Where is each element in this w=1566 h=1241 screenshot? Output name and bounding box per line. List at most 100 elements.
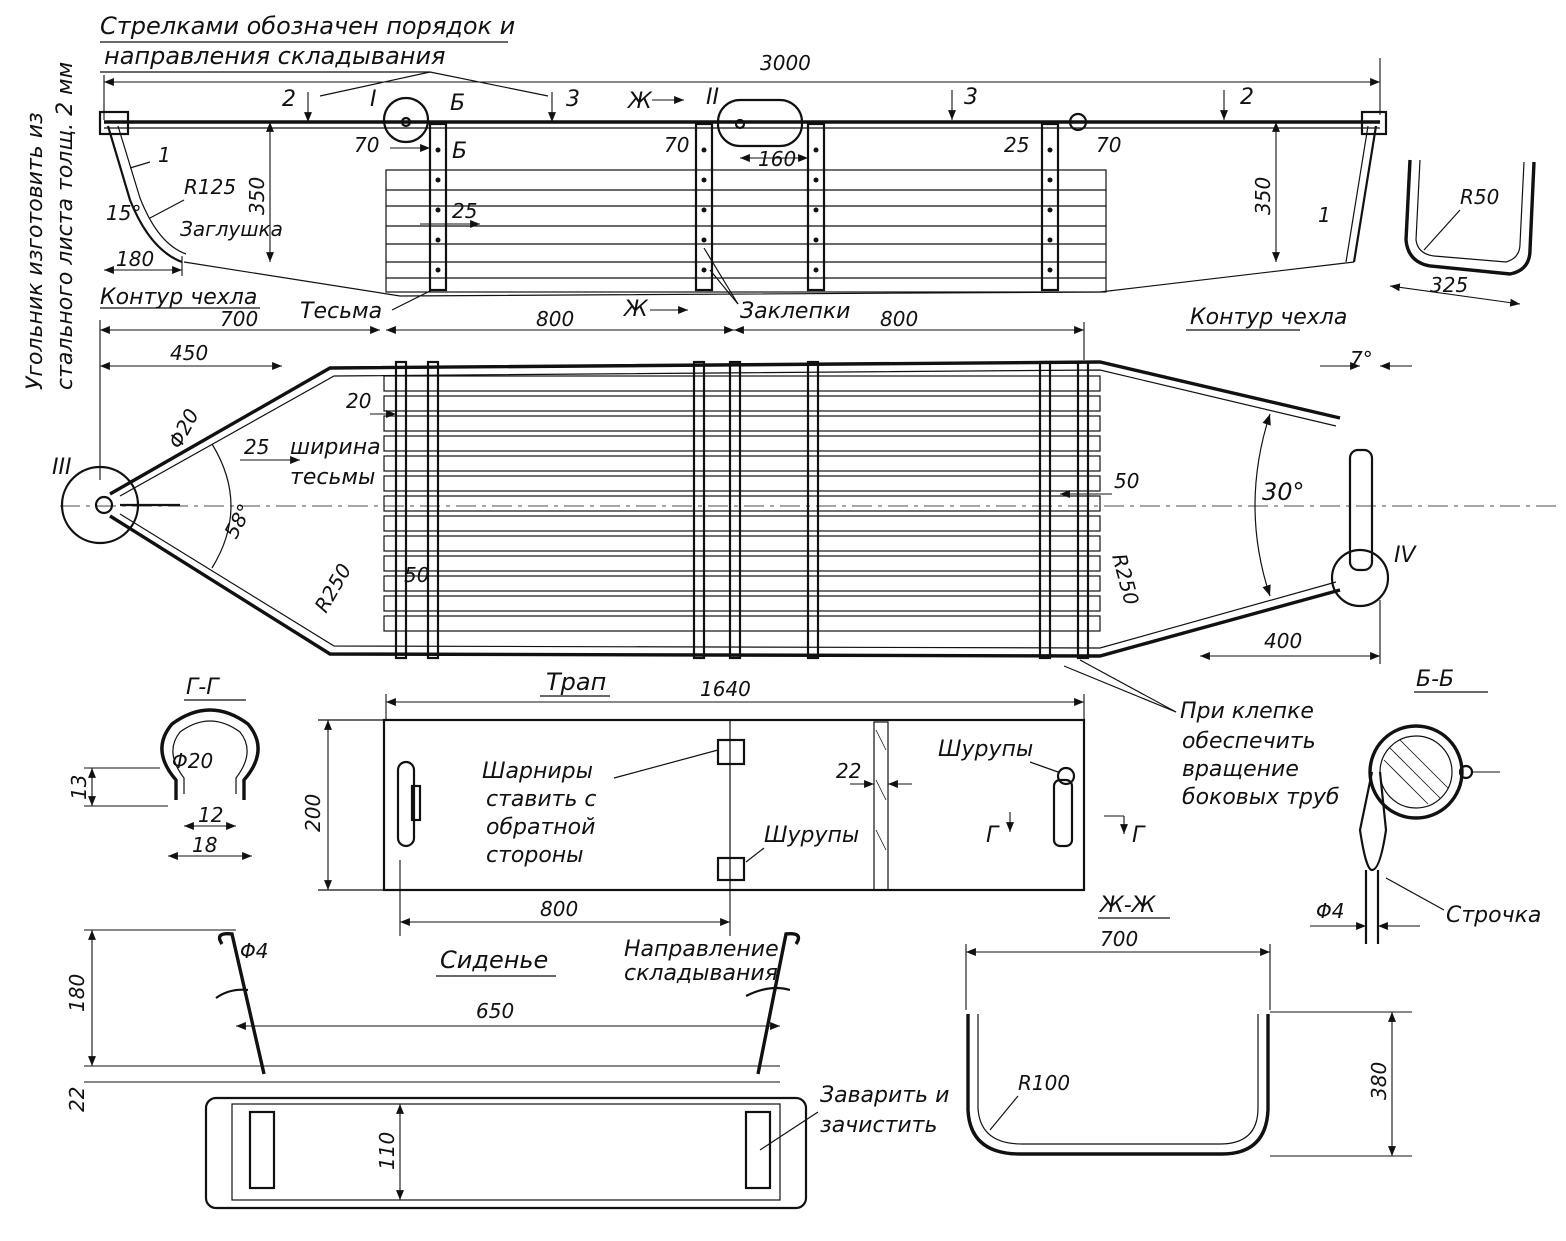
side-note-line2: стального листа толщ. 2 мм [53,62,78,390]
section-zh-bottom: Ж [622,297,649,322]
dim-800-b: 800 [880,307,918,331]
gg-dim-phi20: Φ20 [172,749,213,773]
section-gg: Г-Г Φ20 13 12 18 [67,675,260,860]
dim-350-left: 350 [245,177,269,215]
section-bb-title: Б-Б [1416,667,1454,692]
arrow-2-right: 2 [1240,85,1254,110]
dim-15deg: 15° [106,201,141,225]
screws-b: Шурупы [938,737,1033,762]
section-zhzh: Ж-Ж 700 380 R100 [965,893,1412,1157]
ladder: Трап 1640 200 22 Шарниры ставить с обрат… [301,668,1146,936]
label-tape: Тесьма [300,299,382,324]
hinges-line1: Шарниры [482,759,593,784]
header-note-line2: направления складывания [104,42,446,70]
side-view: 3000 350 350 180 R125 1 15° Заглушка [98,51,1536,371]
seat-dim-phi4: Φ4 [240,939,268,963]
label-width-line2: тесьмы [290,465,375,490]
dim-800-ladder: 800 [540,897,578,921]
hinges-line4: стороны [486,843,584,868]
dim-180: 180 [116,247,154,271]
seat-dim-180: 180 [65,974,89,1012]
seat-dim-22: 22 [65,1087,89,1112]
dim-1-left: 1 [158,143,171,167]
ladder-title: Трап [546,668,606,696]
dim-70-c: 70 [1096,133,1121,157]
side-slats [385,169,1107,293]
arrow-3-right: 3 [964,85,978,110]
header-note: Стрелками обозначен порядок и направлени… [100,12,549,97]
label-plug: Заглушка [180,217,283,241]
label-cover-left: Контур чехла [100,285,257,310]
dim-70-b: 70 [664,133,689,157]
dim-r125: R125 [184,175,236,199]
side-rivets [435,147,1053,273]
side-note-line1: Угольник изготовить из [23,112,48,390]
arrow-3-left: 3 [566,87,580,112]
note-line2: обеспечить [1182,729,1316,754]
marker-I: I [370,87,377,112]
section-b-bottom: Б [452,139,467,164]
dim-160: 160 [758,147,796,171]
arrow-2-left: 2 [282,87,296,112]
dim-1-right: 1 [1318,203,1331,227]
dim-25-a: 25 [452,199,477,223]
section-zhzh-title: Ж-Ж [1098,893,1157,918]
plan-slats [383,375,1101,632]
dim-800-a: 800 [536,307,574,331]
hinges-line3: обратной [486,815,595,840]
dim-3000: 3000 [760,51,811,75]
label-stitch: Строчка [1446,903,1541,928]
dim-400: 400 [1264,629,1302,653]
dim-20: 20 [346,389,371,413]
section-zh-top: Ж [626,89,653,114]
gg-dim-12: 12 [198,803,223,827]
dim-50-b: 50 [1114,469,1139,493]
fold-line1: Направление [624,937,779,962]
hinges-line2: ставить с [486,787,597,812]
dim-325: 325 [1430,273,1468,297]
screws-a: Шурупы [764,823,859,848]
dim-7deg: 7° [1350,347,1373,371]
label-width-line1: ширина [290,435,381,460]
dim-700: 700 [220,307,258,331]
seat-dim-110: 110 [375,1132,399,1170]
section-gg-title: Г-Г [186,675,220,700]
section-b-top: Б [450,91,465,116]
label-cover-right: Контур чехла [1190,305,1347,330]
marker-IV: IV [1394,543,1417,568]
dim-25-b: 25 [1004,133,1029,157]
weld-line1: Заварить и [820,1083,949,1108]
dim-50-a: 50 [404,563,429,587]
note-line4: боковых труб [1182,785,1340,810]
weld-line2: зачистить [820,1113,937,1138]
gg-dim-18: 18 [192,833,217,857]
dim-200: 200 [301,794,325,832]
dim-22-ladder: 22 [836,759,861,783]
marker-II: II [706,85,719,110]
dim-30deg: 30° [1262,478,1305,506]
seat: Сиденье 180 22 Φ4 Направление складывани… [65,929,949,1210]
dim-25: 25 [244,435,269,459]
gg-dim-13: 13 [67,775,91,800]
header-note-line1: Стрелками обозначен порядок и [100,12,515,40]
dim-350-right: 350 [1251,177,1275,215]
section-g-right: Г [1132,823,1146,848]
seat-dim-650: 650 [476,999,514,1023]
marker-III: III [52,455,71,480]
fold-line2: складывания [624,961,778,986]
plan-view: 700 450 800 800 III IV [52,307,1560,810]
note-line3: вращение [1182,757,1299,782]
section-g-left: Г [986,823,1000,848]
dim-r50: R50 [1460,185,1499,209]
dim-450: 450 [170,341,208,365]
dim-r250-right: R250 [1107,551,1144,608]
section-bb: Б-Б Φ4 Строчка [1310,667,1541,944]
zhzh-dim-r100: R100 [1018,1071,1070,1095]
bb-dim-phi4: Φ4 [1316,899,1344,923]
dim-1640: 1640 [700,677,751,701]
dim-70-a: 70 [354,133,379,157]
seat-title: Сиденье [440,946,548,974]
note-line1: При клепке [1180,699,1314,724]
zhzh-dim-700: 700 [1100,927,1138,951]
